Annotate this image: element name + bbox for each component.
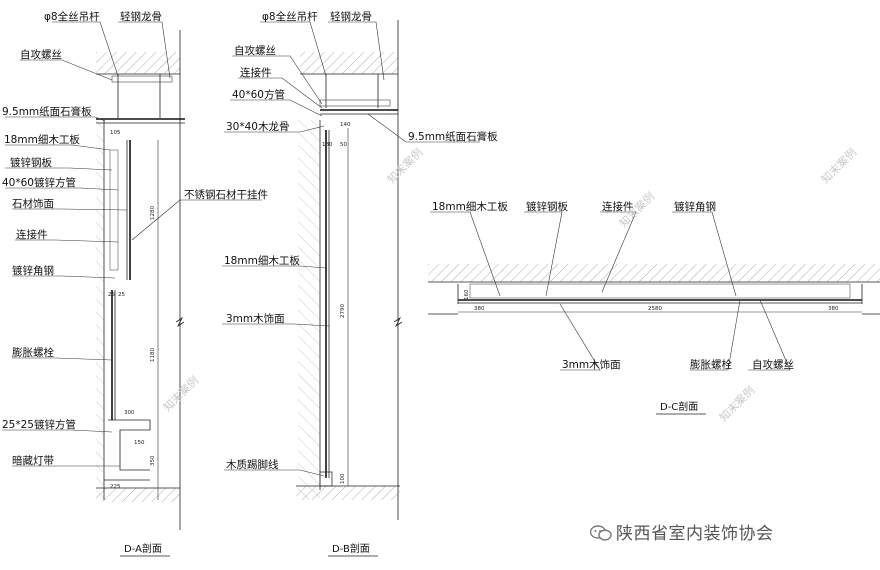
db-dim-0: 140 [340,122,351,128]
dc-label-1: 镀锌钢板 [526,200,568,213]
db-label-6: 9.5mm纸面石膏板 [408,130,498,143]
db-dims: 140 180 50 2790 100 [322,122,351,484]
watermark-5: 知末案例 [716,383,757,424]
dc-dim-1: 2580 [648,306,662,312]
db-leaders [222,21,480,477]
dc-label-2: 连接件 [602,200,634,213]
section-db [222,20,480,520]
db-label-9: 木质踢脚线 [226,458,279,471]
dc-label-0: 18mm细木工板 [432,200,508,213]
db-dim-2: 50 [340,142,347,148]
dc-label-5: 膨胀螺栓 [690,358,732,371]
da-label-0: φ8全丝吊杆 [44,10,100,23]
da-label-3: 9.5mm纸面石膏板 [2,105,92,118]
dc-dims: 380 2580 380 160 [464,289,839,312]
da-dims: 105 1280 25 25 1180 300 150 350 225 [108,130,156,490]
dc-dim-0: 380 [474,306,485,312]
da-label-6: 40*60镀锌方管 [2,176,76,189]
da-dim-0: 105 [110,130,121,136]
da-wall [96,120,104,500]
da-ceiling-slab [96,52,180,74]
dc-dim-2: 380 [828,306,839,312]
db-labels: φ8全丝吊杆 轻钢龙骨 自攻螺丝 连接件 40*60方管 30*40木龙骨 9.… [224,10,498,471]
da-leaders [2,21,262,467]
db-dim-1: 180 [322,142,333,148]
brand-caption: 陕西省室内装饰协会 [590,519,774,544]
db-label-1: 轻钢龙骨 [330,10,372,23]
da-label-1: 轻钢龙骨 [120,10,162,23]
da-dim-3: 25 [118,292,125,298]
db-label-8: 3mm木饰面 [226,312,285,325]
section-da [2,21,262,530]
da-label-5: 镀锌钢板 [10,156,52,169]
dc-label-4: 3mm木饰面 [562,358,621,371]
db-label-5: 30*40木龙骨 [226,120,289,133]
section-dc [428,211,880,371]
db-label-2: 自攻螺丝 [234,44,276,57]
da-label-13: 不锈钢石材干挂件 [184,188,268,201]
db-label-4: 40*60方管 [232,88,285,101]
da-dim-8: 225 [110,484,121,490]
da-label-10: 膨胀螺栓 [12,346,54,359]
wechat-icon [590,525,612,541]
db-label-0: φ8全丝吊杆 [262,10,318,23]
da-label-7: 石材饰面 [12,197,54,210]
da-dim-5: 300 [124,410,135,416]
da-label-12: 暗藏灯带 [12,454,54,467]
da-dim-7: 350 [150,455,156,466]
da-dim-4: 1180 [150,348,156,362]
da-label-4: 18mm细木工板 [4,133,80,146]
dc-labels: 18mm细木工板 镀锌钢板 连接件 镀锌角钢 3mm木饰面 膨胀螺栓 自攻螺丝 [432,200,794,371]
dc-ceiling-slab [428,264,880,282]
watermark-4: 知末案例 [160,373,201,414]
db-title: D-B剖面 [332,542,370,555]
da-dim-1: 1280 [150,206,156,220]
dc-leaders [430,211,791,371]
db-dim-4: 100 [340,473,346,484]
da-label-9: 镀锌角钢 [12,264,54,277]
dc-title: D-C剖面 [660,400,698,413]
dc-dim-3: 160 [464,289,470,300]
dc-label-3: 镀锌角钢 [674,200,716,213]
db-label-7: 18mm细木工板 [224,254,300,267]
db-label-3: 连接件 [240,66,272,79]
da-title: D-A剖面 [124,542,162,555]
db-ceiling-slab [300,52,398,74]
da-label-2: 自攻螺丝 [20,48,62,61]
watermark-3: 知末案例 [818,145,859,186]
da-dim-2: 25 [108,292,115,298]
brand-text: 陕西省室内装饰协会 [616,524,774,544]
watermark-1: 知末案例 [384,145,425,186]
da-dim-6: 150 [134,440,145,446]
db-dim-3: 2790 [340,304,346,318]
da-labels: φ8全丝吊杆 轻钢龙骨 自攻螺丝 9.5mm纸面石膏板 18mm细木工板 镀锌钢… [2,10,268,467]
da-label-8: 连接件 [16,228,48,241]
dc-label-6: 自攻螺丝 [752,358,794,371]
da-label-11: 25*25镀锌方管 [2,418,76,431]
